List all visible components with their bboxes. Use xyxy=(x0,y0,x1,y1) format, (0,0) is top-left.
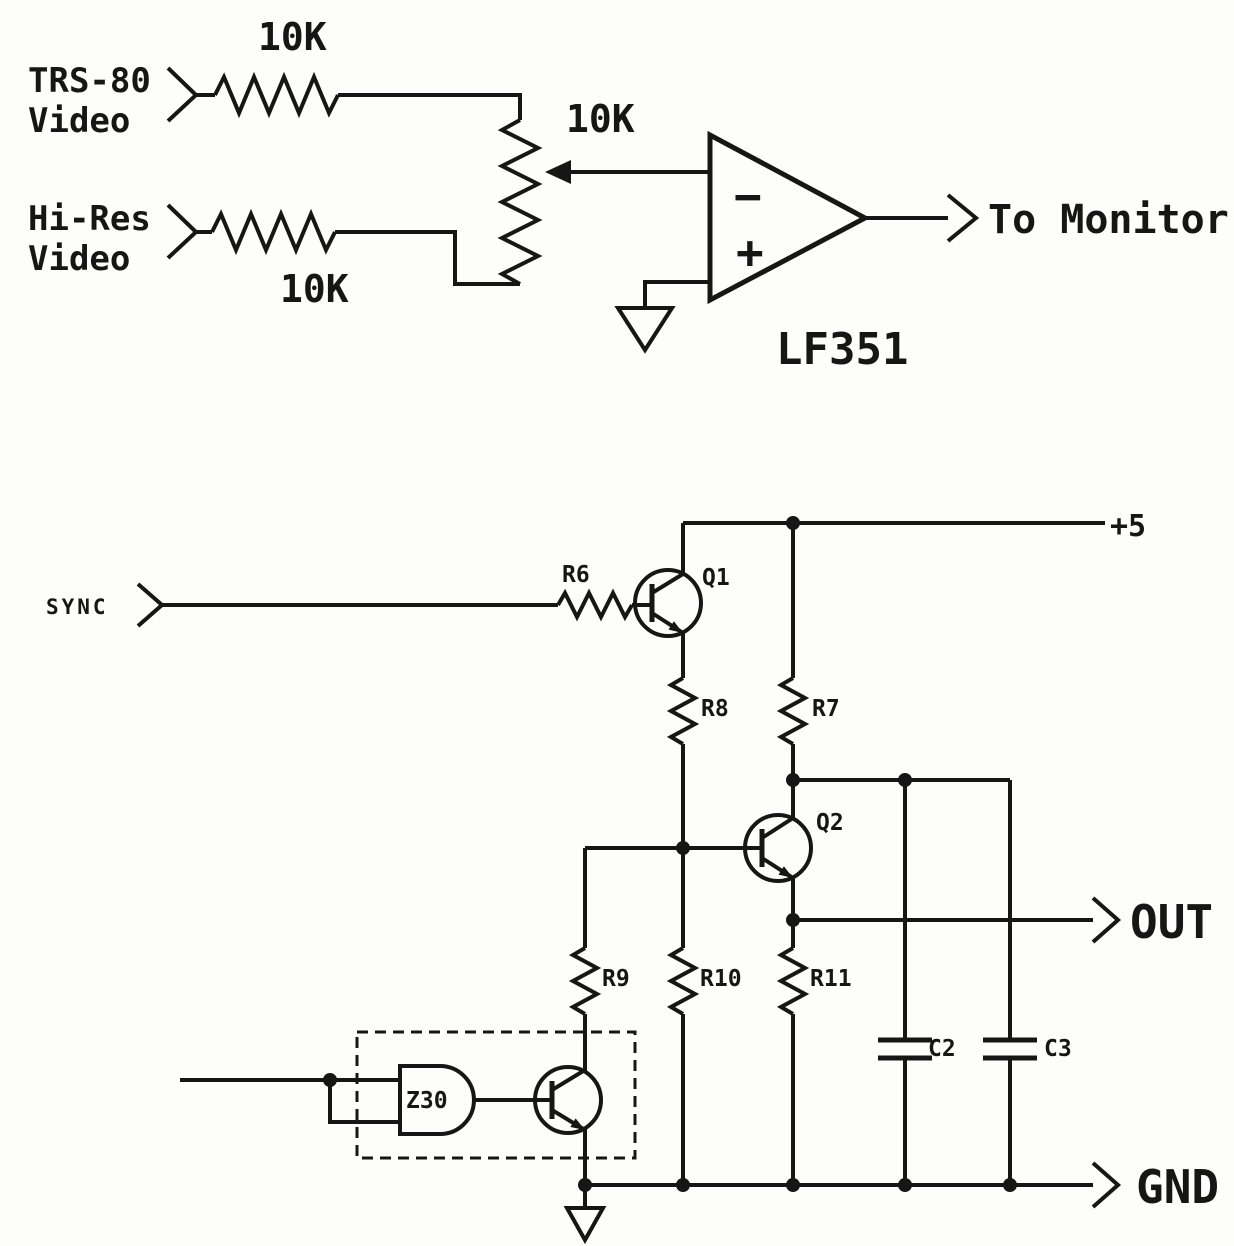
resistor-10k-bottom: 10K xyxy=(210,208,520,311)
r8-label: R8 xyxy=(701,696,729,722)
opamp-lf351: − + LF351 xyxy=(614,130,908,375)
to-monitor-label: To Monitor xyxy=(988,197,1229,243)
ground-symbol-icon xyxy=(563,1206,607,1245)
resistor-zigzag xyxy=(213,71,340,119)
capacitor-c2: C2 xyxy=(878,780,956,1185)
resistor-zigzag xyxy=(210,208,337,256)
hires-label-line2: Video xyxy=(28,239,130,279)
gnd-label: GND xyxy=(1136,1160,1219,1214)
resistor-zigzag xyxy=(556,588,634,622)
resistor-r8: R8 xyxy=(666,676,729,855)
c3-label: C3 xyxy=(1044,1036,1072,1062)
ground-symbol-icon xyxy=(614,306,676,354)
out-line: OUT xyxy=(786,895,1213,949)
output-chevron-icon xyxy=(1091,1161,1122,1209)
transistor-circle xyxy=(533,1065,603,1135)
emitter-wire xyxy=(650,611,685,678)
sync-label: SYNC xyxy=(46,595,109,619)
c2-label: C2 xyxy=(928,1036,956,1062)
z30-label: Z30 xyxy=(406,1088,448,1114)
junction-dot xyxy=(1003,1178,1017,1192)
resistor-r9: R9 xyxy=(568,848,630,1016)
pot-zigzag xyxy=(497,118,543,286)
and-gate-shape xyxy=(398,1064,476,1136)
trs80-label-line2: Video xyxy=(28,101,130,141)
potentiometer-10k: 10K xyxy=(497,97,710,286)
plus5-rail: +5 xyxy=(683,509,1146,544)
transistor-q2: Q2 xyxy=(585,780,844,920)
opamp-triangle xyxy=(707,130,871,305)
r10-label: R10 xyxy=(700,966,742,992)
resistor-zigzag xyxy=(666,946,700,1016)
collector-rail xyxy=(786,773,1010,787)
input-hires: Hi-Res Video xyxy=(28,199,212,279)
input-trs80: TRS-80 Video xyxy=(28,61,215,141)
transistor-q1: Q1 xyxy=(632,523,730,678)
sync-input: SYNC xyxy=(46,582,558,628)
resistor-zigzag xyxy=(666,676,700,746)
collector-wire xyxy=(550,1014,587,1092)
resistor-r11: R11 xyxy=(776,920,852,1185)
output-chevron-icon xyxy=(946,193,980,243)
opamp-part-label: LF351 xyxy=(776,324,908,375)
input-chevron-icon xyxy=(166,203,199,260)
input-chevron-icon xyxy=(136,582,166,628)
gnd-rail: GND xyxy=(563,1160,1219,1245)
emitter-wire xyxy=(550,1108,587,1185)
r9-label: R9 xyxy=(602,966,630,992)
resistor-zigzag xyxy=(568,946,602,1016)
resistor-value-label: 10K xyxy=(258,15,327,59)
plus5-label: +5 xyxy=(1110,509,1146,544)
junction-dot xyxy=(323,1073,337,1087)
resistor-r7: R7 xyxy=(776,523,840,780)
emitter-arrow-icon xyxy=(778,866,793,878)
junction-dot xyxy=(898,1178,912,1192)
resistor-r6: R6 xyxy=(556,562,634,622)
q1-label: Q1 xyxy=(702,565,730,591)
input-chevron-icon xyxy=(166,66,199,123)
r7-label: R7 xyxy=(812,696,840,722)
hires-label-line1: Hi-Res xyxy=(28,199,151,239)
dashed-box xyxy=(355,1030,637,1160)
junction-dot xyxy=(676,1178,690,1192)
resistor-r10: R10 xyxy=(666,848,742,1185)
video-mixer-circuit: TRS-80 Video 10K Hi-Res Video 10K 10K xyxy=(28,15,1229,375)
transistor-circle xyxy=(743,813,813,883)
collector-wire xyxy=(650,523,685,595)
output-chevron-icon xyxy=(1091,896,1122,944)
trs80-label-line1: TRS-80 xyxy=(28,61,151,101)
wire xyxy=(335,230,520,286)
monitor-output: To Monitor xyxy=(865,193,1229,243)
pot-value-label: 10K xyxy=(566,97,635,141)
emitter-arrow-icon xyxy=(570,1118,585,1130)
plus-input-ground-wire xyxy=(643,280,710,308)
junction-dot xyxy=(786,1178,800,1192)
resistor-value-label: 10K xyxy=(280,267,349,311)
capacitor-c3: C3 xyxy=(983,780,1072,1185)
gate-input-wire xyxy=(328,1080,400,1124)
out-label: OUT xyxy=(1130,895,1213,949)
emitter-arrow-icon xyxy=(668,621,683,633)
wire xyxy=(338,93,522,120)
gate-module-z30: Z30 xyxy=(180,1014,637,1185)
collector-wire xyxy=(760,780,795,840)
resistor-zigzag xyxy=(776,676,810,746)
resistor-zigzag xyxy=(776,946,810,1016)
sync-buffer-circuit: +5 SYNC R6 Q1 R8 xyxy=(46,509,1219,1245)
opamp-inverting-input-sign: − xyxy=(734,169,762,223)
r6-label: R6 xyxy=(562,562,590,588)
r11-label: R11 xyxy=(810,966,852,992)
wiper-arrow-icon xyxy=(545,160,571,184)
opamp-noninverting-input-sign: + xyxy=(736,225,764,279)
q2-label: Q2 xyxy=(816,810,844,836)
transistor-unlabeled xyxy=(533,1014,603,1185)
resistor-10k-top: 10K xyxy=(213,15,522,120)
emitter-wire xyxy=(760,856,795,920)
